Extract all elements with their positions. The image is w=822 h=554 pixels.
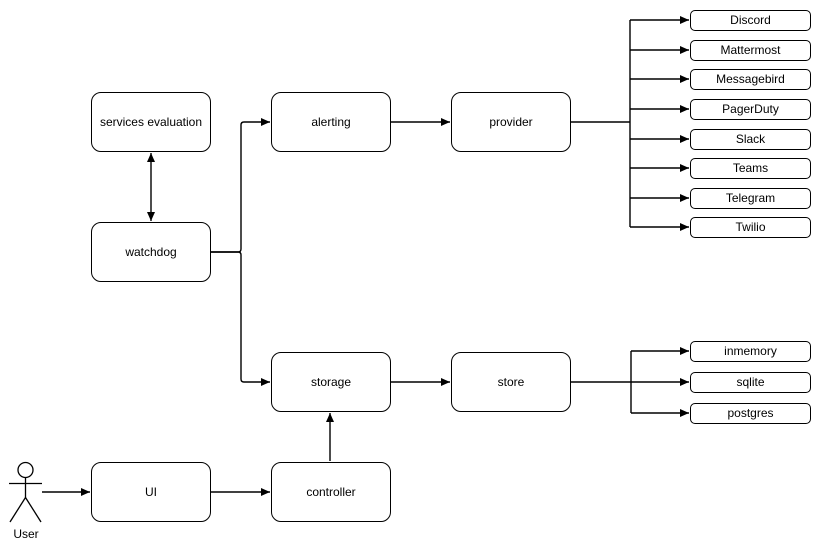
- node-mattermost: Mattermost: [690, 39, 811, 61]
- edge-watchdog-alerting: [211, 118, 270, 253]
- user-actor-icon: [9, 461, 42, 523]
- edge-watchdog-storage: [211, 251, 270, 386]
- node-pagerduty: PagerDuty: [690, 98, 811, 120]
- node-postgres: postgres: [690, 403, 811, 424]
- node-controller: controller: [271, 462, 391, 522]
- node-storage: storage: [271, 352, 391, 412]
- node-slack: Slack: [690, 128, 811, 150]
- node-store: store: [451, 352, 571, 412]
- user-actor-label: User: [13, 527, 39, 541]
- node-discord: Discord: [690, 10, 811, 31]
- node-inmemory: inmemory: [690, 341, 811, 362]
- node-telegram: Telegram: [690, 187, 811, 209]
- node-services-evaluation: services evaluation: [91, 92, 211, 152]
- node-ui: UI: [91, 462, 211, 522]
- node-sqlite: sqlite: [690, 372, 811, 393]
- node-provider: provider: [451, 92, 571, 152]
- node-watchdog: watchdog: [91, 222, 211, 282]
- node-teams: Teams: [690, 158, 811, 179]
- node-messagebird: Messagebird: [690, 69, 811, 90]
- node-twilio: Twilio: [690, 217, 811, 238]
- node-alerting: alerting: [271, 92, 391, 152]
